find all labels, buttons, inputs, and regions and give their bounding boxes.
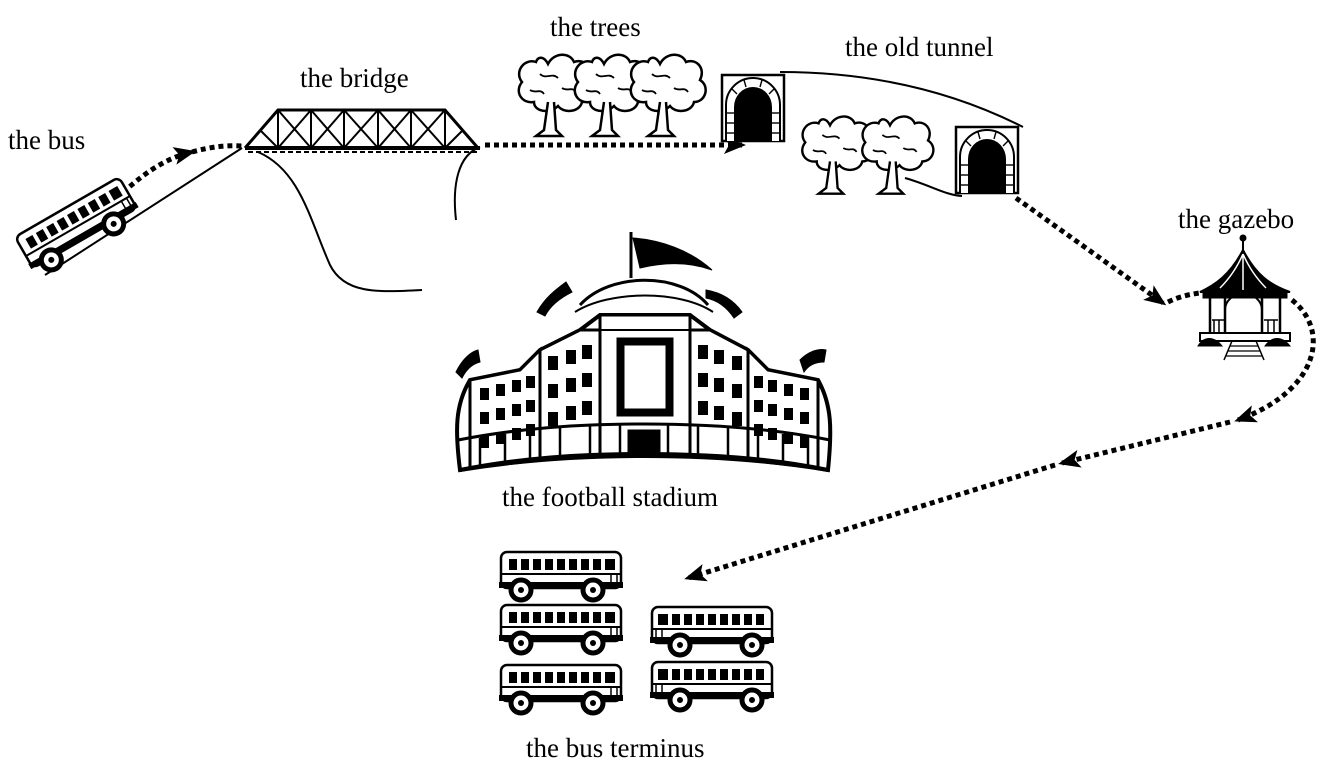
label-bridge: the bridge: [300, 63, 409, 93]
gazebo-illustration: [1197, 234, 1292, 361]
bridge-illustration: [243, 108, 480, 153]
label-bus: the bus: [8, 125, 86, 155]
label-old-tunnel: the old tunnel: [845, 32, 994, 62]
stadium-illustration: [455, 232, 833, 473]
label-football-stadium: the football stadium: [502, 482, 718, 512]
label-trees: the trees: [550, 12, 641, 42]
trees-illustration: [517, 53, 707, 138]
bus-illustration: [13, 176, 144, 280]
road-lines: [44, 71, 1024, 293]
label-bus-terminus: the bus terminus: [526, 733, 705, 763]
label-gazebo: the gazebo: [1178, 204, 1295, 234]
bus-terminus-illustration: [499, 552, 774, 713]
tunnel-trees-illustration: [801, 115, 935, 195]
